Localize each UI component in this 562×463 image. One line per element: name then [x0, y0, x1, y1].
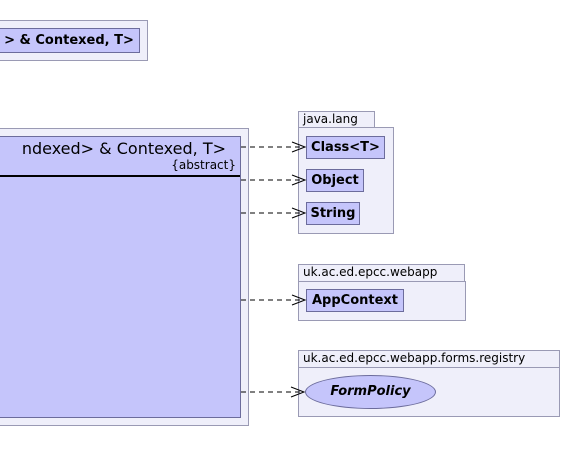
dependency-arrowhead-object	[291, 174, 307, 186]
package-name-webapp: uk.ac.ed.epcc.webapp	[303, 265, 438, 279]
dependency-arrowhead-formpolicy	[290, 386, 306, 398]
top-class-label: > & Contexed, T>	[4, 33, 134, 48]
main-class-title: ndexed> & Contexed, T>	[21, 139, 226, 158]
package-tab-webapp: uk.ac.ed.epcc.webapp	[298, 264, 465, 282]
main-class-box[interactable]: ndexed> & Contexed, T> {abstract}	[0, 136, 241, 418]
class-label-object: Object	[311, 173, 359, 188]
top-class-box[interactable]: > & Contexed, T>	[0, 28, 140, 53]
package-tab-java-lang: java.lang	[298, 111, 375, 128]
dependency-arrowhead-appcontext	[291, 294, 307, 306]
package-name-java-lang: java.lang	[303, 112, 358, 126]
class-label-string: String	[310, 206, 356, 221]
package-tab-forms-registry: uk.ac.ed.epcc.webapp.forms.registry	[298, 350, 560, 368]
class-label-class-t: Class<T>	[311, 140, 380, 155]
dependency-arrowhead-class-t	[291, 141, 307, 153]
interface-formpolicy[interactable]: FormPolicy	[305, 375, 436, 409]
class-box-string[interactable]: String	[306, 202, 360, 225]
dependency-arrowhead-string	[291, 207, 307, 219]
interface-label-formpolicy: FormPolicy	[330, 384, 411, 399]
class-label-appcontext: AppContext	[311, 293, 399, 308]
package-name-forms-registry: uk.ac.ed.epcc.webapp.forms.registry	[303, 351, 526, 365]
class-box-object[interactable]: Object	[306, 169, 364, 192]
class-box-appcontext[interactable]: AppContext	[306, 289, 404, 312]
class-box-class-t[interactable]: Class<T>	[306, 136, 385, 159]
main-class-divider	[0, 175, 240, 177]
main-class-stereotype: {abstract}	[171, 158, 236, 172]
